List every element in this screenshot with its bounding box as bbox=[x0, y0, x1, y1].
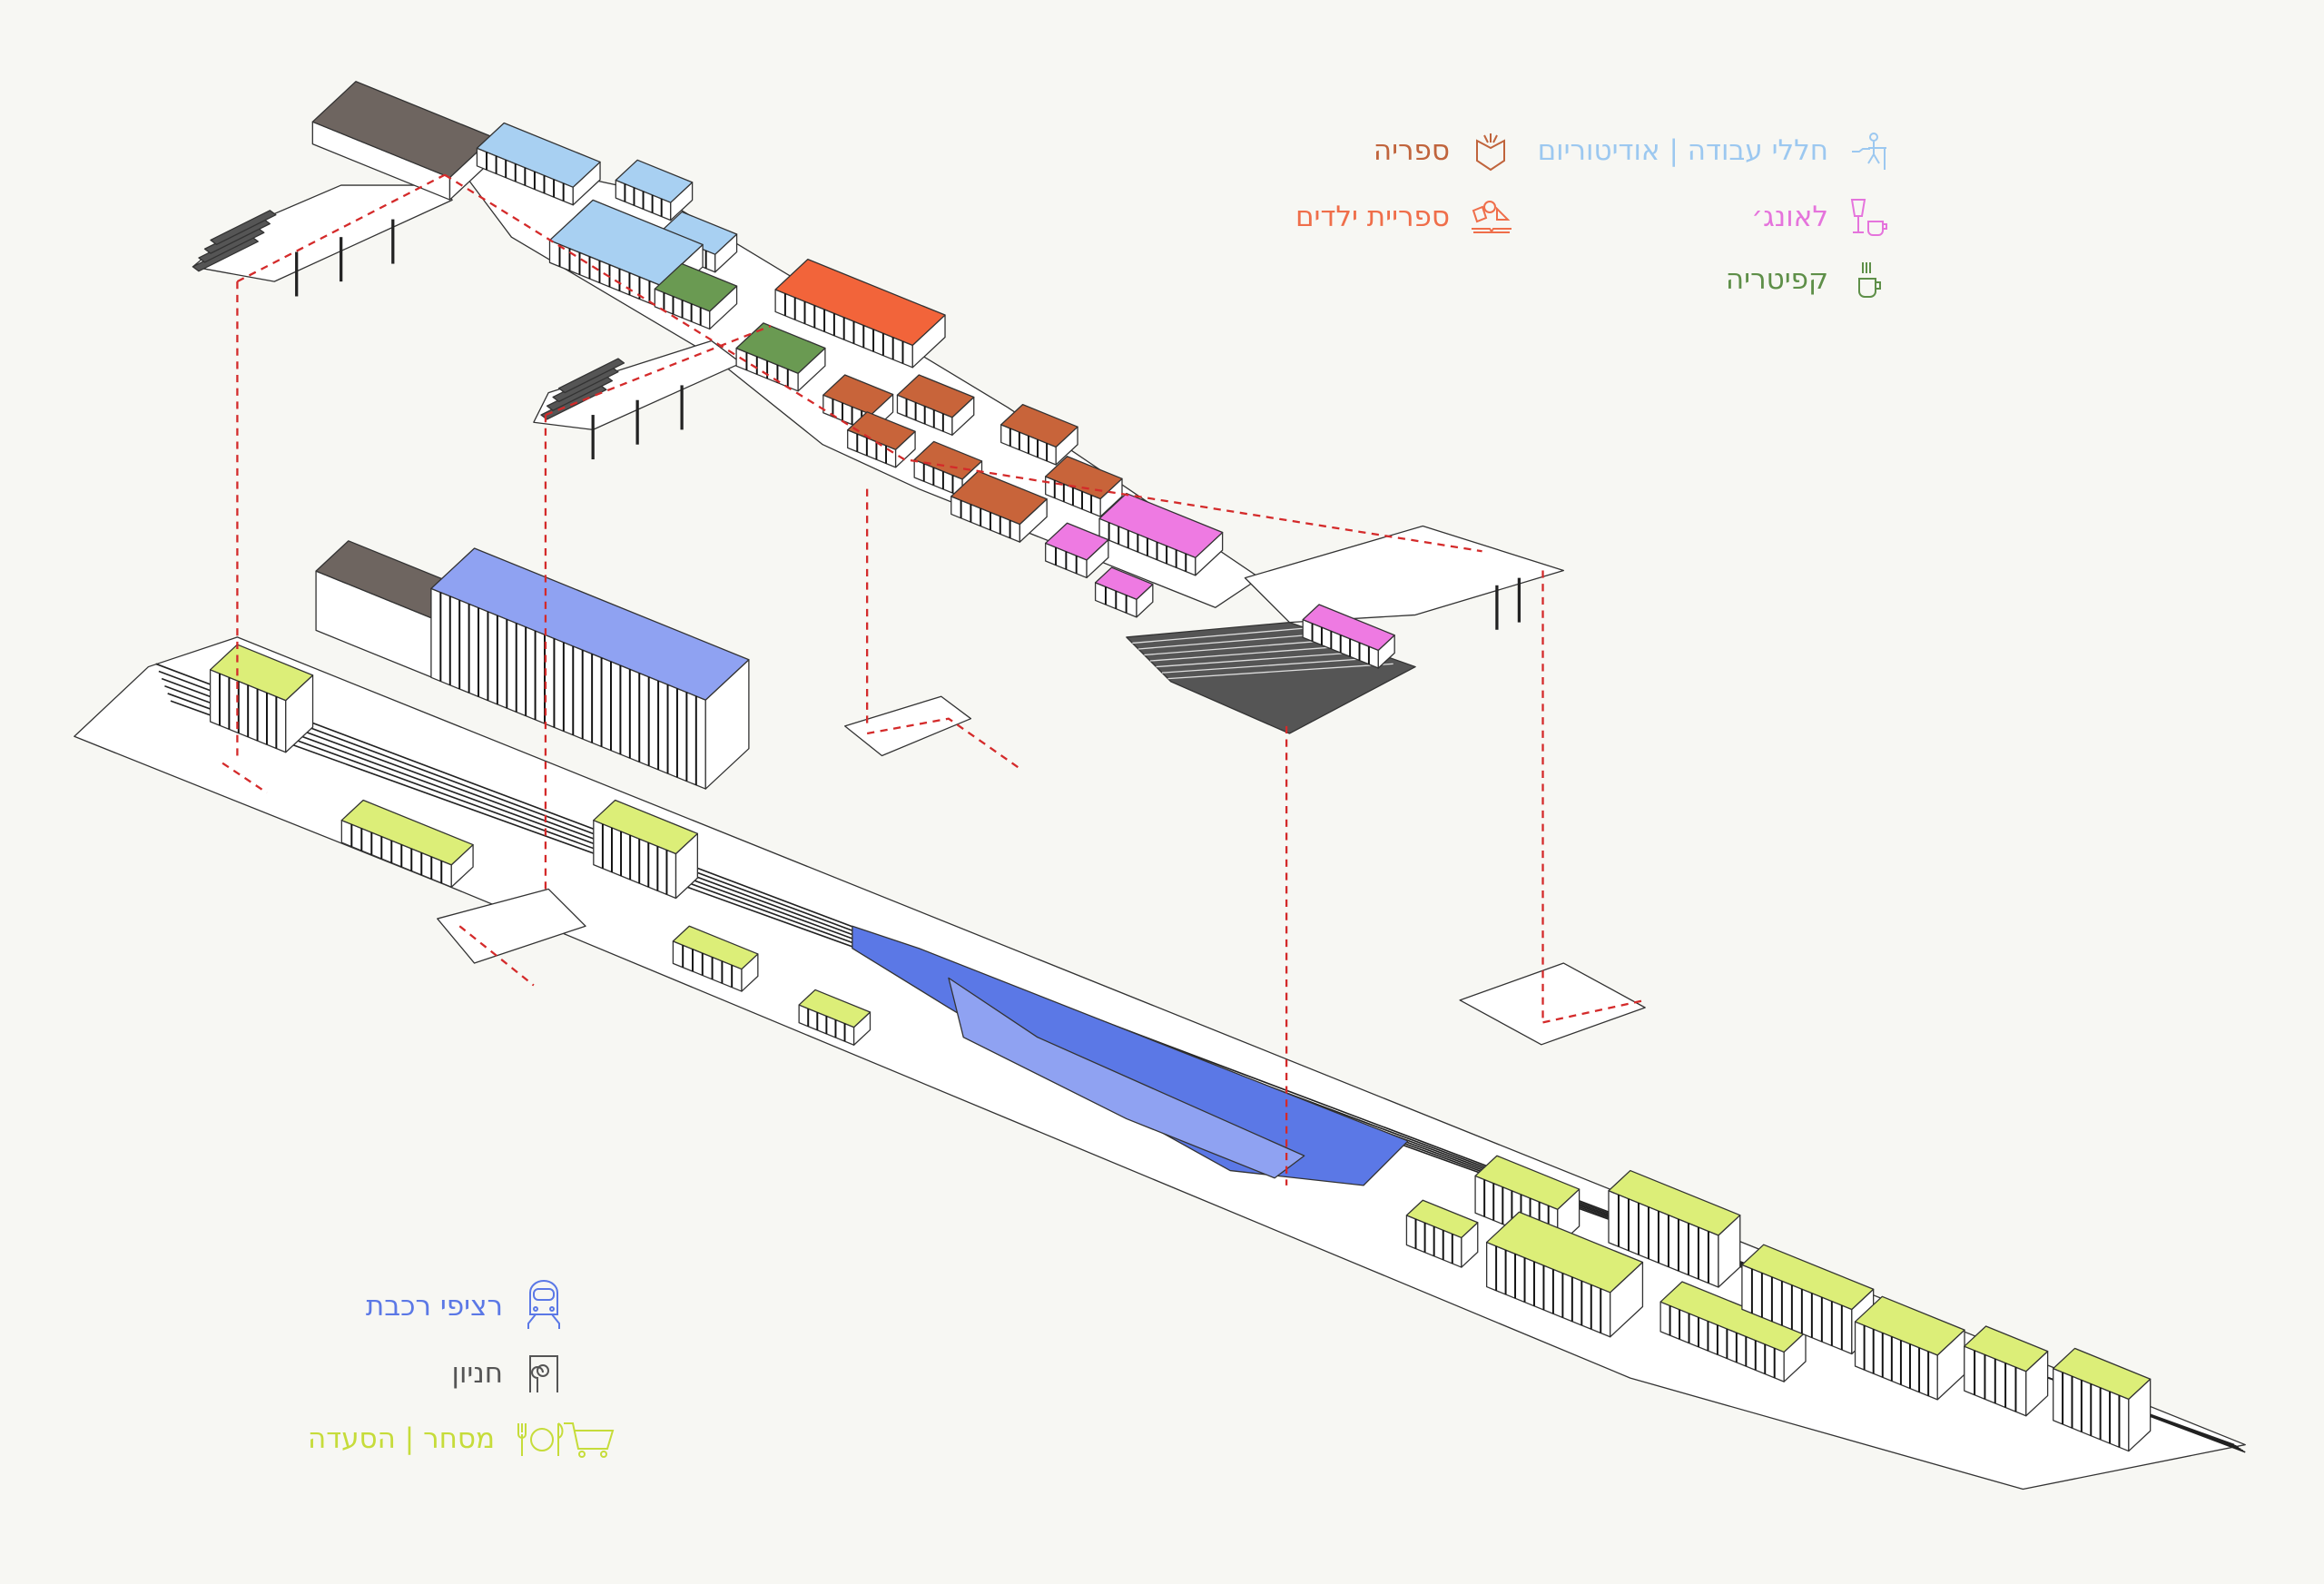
lower-landing-left bbox=[437, 888, 586, 964]
kids-library-room-floor bbox=[774, 259, 946, 346]
retail-pavilion-floor bbox=[798, 989, 872, 1028]
steaming-cup-icon bbox=[1858, 262, 1881, 298]
retail-pavilion-floor bbox=[1964, 1325, 2049, 1372]
retail-pavilion-floor bbox=[672, 925, 759, 970]
legend-label: רציפי רכבת bbox=[365, 1290, 503, 1323]
auditorium-step bbox=[1137, 634, 1320, 650]
stair-flight bbox=[210, 210, 277, 245]
reading-child-icon bbox=[1472, 201, 1512, 233]
parking-icon bbox=[529, 1355, 558, 1392]
auditorium-step bbox=[1144, 639, 1334, 656]
legend-item-kids-library: ספריית ילדים bbox=[1295, 196, 1512, 238]
train-platform-upper bbox=[948, 977, 1305, 1179]
library-room-floor bbox=[950, 470, 1048, 526]
legend-item-lounge: לאונג׳ bbox=[1751, 196, 1890, 238]
retail-pavilion-floor bbox=[209, 644, 314, 702]
retail-pavilion-floor bbox=[1608, 1169, 1741, 1236]
legend-label: קפיטריה bbox=[1725, 263, 1828, 296]
upper-wing-middle-slab bbox=[533, 339, 743, 431]
retail-pavilion-floor bbox=[1741, 1244, 1875, 1311]
legend-item-library: ספריה bbox=[1374, 130, 1512, 172]
circulation-path-line bbox=[444, 173, 1482, 553]
legend-label: לאונג׳ bbox=[1751, 201, 1828, 233]
workspace-room-floor bbox=[615, 159, 694, 203]
circulation-path-line bbox=[458, 925, 535, 987]
lounge-room-floor bbox=[1094, 566, 1154, 600]
auditorium-step bbox=[1167, 663, 1393, 680]
lower-landing-right bbox=[1459, 962, 1646, 1046]
circulation-path-line bbox=[545, 325, 772, 417]
legend-item-parking: חניון bbox=[452, 1353, 566, 1394]
legend-item-workspaces: חללי עבודה | אודיטוריום bbox=[1538, 130, 1890, 172]
legend-item-cafeteria: קפיטריה bbox=[1726, 259, 1890, 300]
retail-pavilion-floor bbox=[1474, 1155, 1581, 1210]
library-room-floor bbox=[1045, 456, 1123, 500]
legend-label: ספריית ילדים bbox=[1295, 201, 1450, 233]
person-at-desk-icon bbox=[1852, 133, 1886, 170]
open-book-icon bbox=[1476, 133, 1505, 172]
auditorium-step bbox=[1149, 645, 1349, 662]
legend-label: מסחר | הסעדה bbox=[307, 1422, 495, 1455]
workspace-room-floor bbox=[659, 211, 738, 255]
lounge-room-floor bbox=[1302, 604, 1395, 652]
auditorium-step bbox=[1132, 627, 1305, 644]
retail-pavilion-floor bbox=[1485, 1211, 1644, 1294]
cafeteria-room-floor bbox=[735, 322, 826, 374]
legend-label: ספריה bbox=[1373, 134, 1450, 167]
retail-pavilion-floor bbox=[1405, 1199, 1479, 1239]
retail-pavilion-floor bbox=[340, 799, 474, 866]
library-room-floor bbox=[847, 411, 916, 450]
lounge-room-floor bbox=[1045, 522, 1109, 561]
upper-wing-right-slab bbox=[1244, 525, 1565, 624]
legend-label: חניון bbox=[451, 1357, 504, 1390]
workspace-room-floor bbox=[476, 122, 601, 188]
library-room-floor bbox=[896, 374, 975, 418]
train-platform-zone bbox=[852, 925, 1409, 1186]
auditorium-step bbox=[1156, 651, 1364, 668]
retail-pavilion-floor bbox=[2053, 1347, 2152, 1401]
retail-pavilion-floor bbox=[1854, 1295, 1965, 1356]
legend-item-platforms: רציפי רכבת bbox=[366, 1278, 565, 1334]
auditorium-step bbox=[1161, 657, 1379, 674]
train-icon bbox=[527, 1280, 560, 1329]
circulation-path-line bbox=[1542, 999, 1646, 1024]
station-building-floor bbox=[430, 547, 750, 701]
library-room-floor bbox=[1000, 403, 1078, 448]
legend-label: חללי עבודה | אודיטוריום bbox=[1537, 134, 1828, 167]
retail-pavilion-floor bbox=[593, 799, 699, 855]
wine-and-cup-icon bbox=[1850, 199, 1887, 236]
cart-and-dining-icon bbox=[517, 1422, 615, 1458]
circulation-path-line bbox=[866, 717, 1024, 772]
lounge-room-floor bbox=[1098, 492, 1224, 558]
legend-item-retail: מסחר | הסעדה bbox=[308, 1418, 615, 1460]
stair-flight bbox=[557, 358, 625, 394]
cafeteria-room-floor bbox=[654, 262, 738, 312]
circulation-path-line bbox=[222, 762, 268, 794]
